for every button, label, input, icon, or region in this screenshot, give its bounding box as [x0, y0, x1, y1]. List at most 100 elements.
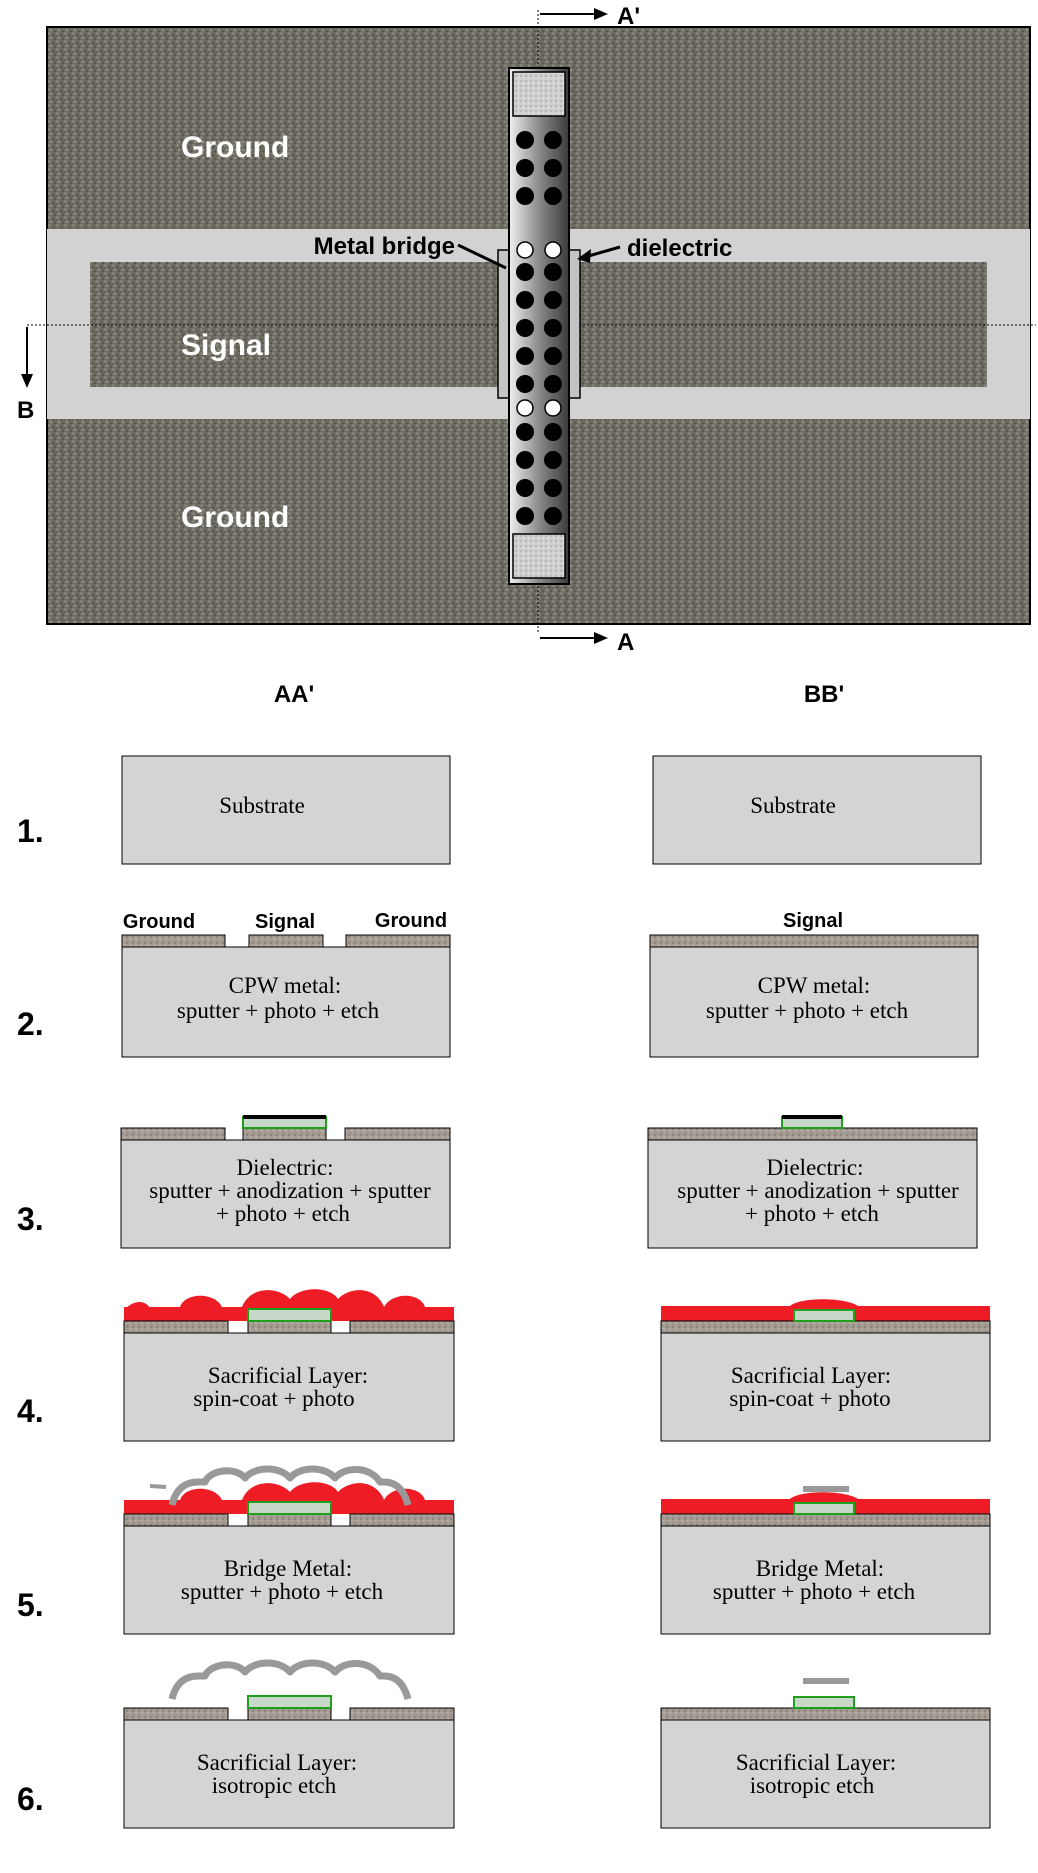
release-hole — [544, 451, 562, 469]
label-metal-bridge: Metal bridge — [314, 233, 455, 260]
step-text-aa-line2: spin-coat + photo — [193, 1386, 354, 1411]
step-text-bb-line2: sputter + anodization + sputter — [677, 1178, 959, 1203]
release-hole — [516, 263, 534, 281]
label-signal-bb: Signal — [783, 910, 843, 932]
step-text-aa: Substrate — [219, 793, 305, 818]
label-ground-left: Ground — [123, 911, 195, 933]
metal-ground-left — [124, 1514, 228, 1526]
sacrificial-bump-left — [126, 1302, 150, 1308]
marker-b: B — [17, 397, 34, 424]
step-text-aa-line3: + photo + etch — [216, 1201, 350, 1226]
release-hole — [516, 131, 534, 149]
anchor-pad-top — [513, 72, 565, 116]
metal-signal — [249, 935, 323, 947]
metal-signal — [243, 1128, 326, 1140]
release-hole — [516, 423, 534, 441]
step-text-bb-line1: Dielectric: — [766, 1155, 863, 1180]
release-hole — [544, 347, 562, 365]
release-hole — [544, 187, 562, 205]
bridge-metal-tail — [150, 1486, 166, 1487]
release-hole — [516, 187, 534, 205]
release-hole — [544, 423, 562, 441]
dielectric-cap-bb — [782, 1115, 842, 1119]
release-hole — [516, 479, 534, 497]
metal-ground-right — [345, 1128, 450, 1140]
metal-signal — [248, 1514, 331, 1526]
arrow-b-head — [21, 374, 33, 388]
label-ground-right: Ground — [375, 910, 447, 932]
bridge-metal-bb — [803, 1678, 849, 1684]
step-text-aa-line2: sputter + anodization + sputter — [149, 1178, 431, 1203]
release-hole — [516, 291, 534, 309]
step-text-bb: Substrate — [750, 793, 836, 818]
step-2: 2. Ground Signal Ground CPW metal: sputt… — [17, 910, 978, 1057]
metal-signal-bb — [650, 935, 978, 947]
dielectric-window — [545, 242, 561, 258]
metal-signal-bb — [661, 1514, 990, 1526]
dielectric-layer — [248, 1696, 331, 1708]
step-number: 5. — [17, 1587, 44, 1623]
step-number: 3. — [17, 1201, 44, 1237]
metal-ground-right — [350, 1514, 454, 1526]
dielectric-window — [517, 242, 533, 258]
label-ground-bottom: Ground — [181, 501, 289, 534]
top-view: Ground Signal Ground Metal bridge dielec… — [17, 3, 1036, 656]
release-hole — [544, 375, 562, 393]
arrow-a-head — [594, 632, 608, 644]
dielectric-layer-bb — [794, 1503, 854, 1514]
release-hole — [516, 319, 534, 337]
step-text-aa-line2: sputter + photo + etch — [181, 1579, 384, 1604]
step-3: 3. Dielectric: sputter + anodization + s… — [17, 1115, 977, 1248]
release-hole — [516, 507, 534, 525]
release-hole — [516, 347, 534, 365]
label-signal: Signal — [181, 329, 271, 362]
label-signal: Signal — [255, 911, 315, 933]
label-dielectric: dielectric — [627, 235, 732, 262]
step-number: 6. — [17, 1781, 44, 1817]
dielectric-layer — [248, 1309, 331, 1321]
step-4: 4. Sacrificial Layer: spin-coat + photo … — [17, 1289, 990, 1441]
step-text-aa-line1: Sacrificial Layer: — [208, 1363, 368, 1388]
step-text-bb-line2: spin-coat + photo — [729, 1386, 890, 1411]
step-text-bb-line1: CPW metal: — [758, 973, 871, 998]
metal-signal-bb — [648, 1128, 977, 1140]
anchor-pad-bottom — [513, 534, 565, 578]
dielectric-cap — [243, 1115, 326, 1119]
release-hole — [544, 159, 562, 177]
label-ground-top: Ground — [181, 131, 289, 164]
metal-signal — [248, 1321, 331, 1333]
release-hole — [544, 507, 562, 525]
column-header-bb: BB' — [804, 681, 844, 708]
step-number: 1. — [17, 813, 44, 849]
step-text-aa-line1: Bridge Metal: — [224, 1556, 352, 1581]
step-text-bb-line2: sputter + photo + etch — [713, 1579, 916, 1604]
marker-a-prime: A' — [617, 3, 640, 30]
release-hole — [516, 159, 534, 177]
step-number: 4. — [17, 1393, 44, 1429]
release-hole — [544, 319, 562, 337]
metal-signal-bb — [661, 1321, 990, 1333]
metal-ground-right — [350, 1321, 454, 1333]
step-text-bb-line1: Sacrificial Layer: — [731, 1363, 891, 1388]
dielectric-window — [517, 400, 533, 416]
dielectric-layer-bb — [794, 1697, 854, 1708]
arrow-a-prime-head — [594, 8, 608, 20]
metal-ground-left — [122, 935, 225, 947]
dielectric-window — [545, 400, 561, 416]
release-hole — [544, 131, 562, 149]
step-number: 2. — [17, 1006, 44, 1042]
marker-a: A — [617, 629, 634, 656]
metal-ground-left — [121, 1128, 225, 1140]
step-text-bb-line1: Bridge Metal: — [756, 1556, 884, 1581]
step-text-aa-line2: sputter + photo + etch — [177, 998, 380, 1023]
bridge-metal-bb — [803, 1486, 849, 1492]
release-hole — [516, 375, 534, 393]
step-text-aa-line1: Dielectric: — [236, 1155, 333, 1180]
step-text-bb-line2: sputter + photo + etch — [706, 998, 909, 1023]
column-header-aa: AA' — [274, 681, 314, 708]
step-text-aa-line1: Sacrificial Layer: — [197, 1750, 357, 1775]
release-hole — [544, 263, 562, 281]
metal-signal-bb — [661, 1708, 990, 1720]
bridge-metal-aa — [172, 1663, 408, 1699]
